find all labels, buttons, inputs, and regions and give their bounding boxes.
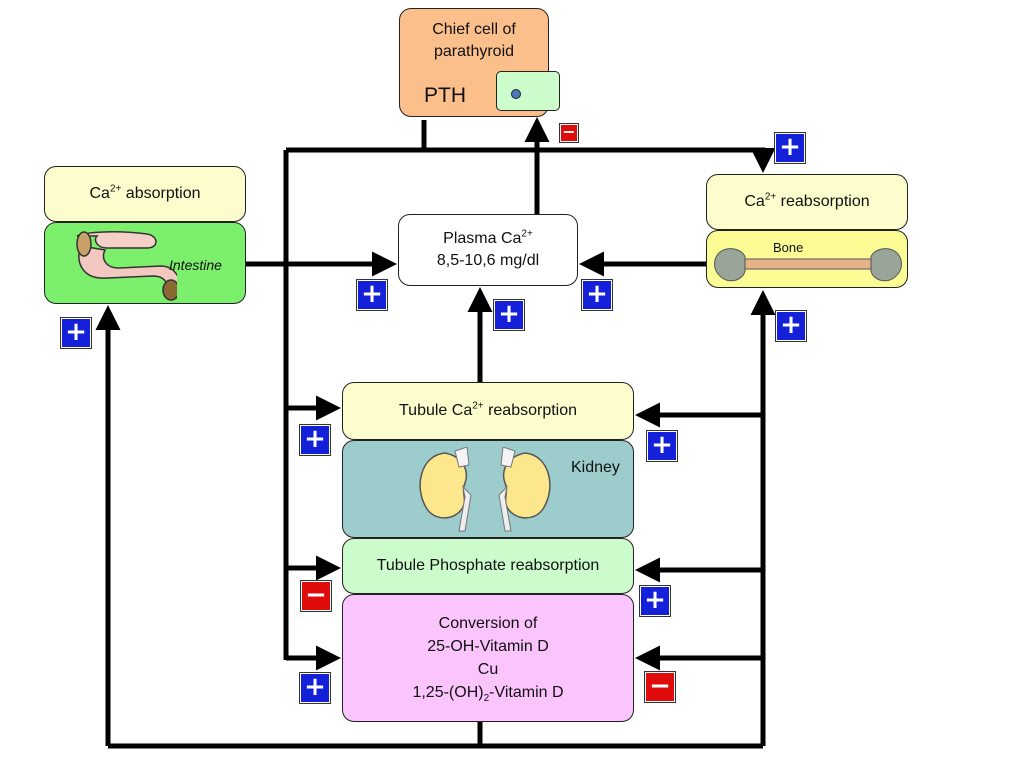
- bone-label: Bone: [773, 240, 804, 255]
- kidneys-icon: [419, 447, 551, 532]
- plasma-ca-label: Plasma Ca2+: [443, 228, 533, 247]
- plus-sign-kidney-plasma: +: [494, 300, 524, 330]
- vitamin-d-conversion-box: Conversion of 25-OH-Vitamin D Cu 1,25-(O…: [342, 594, 634, 722]
- tubule-ca-reabsorption-text: Tubule Ca2+ reabsorption: [398, 400, 578, 419]
- kidney-label: Kidney: [571, 459, 620, 476]
- intestine-label: Intestine: [169, 257, 222, 273]
- pth-label: PTH: [424, 84, 466, 107]
- kidney-box: Kidney: [342, 440, 634, 538]
- pth-box-title-line1: Chief cell of: [432, 21, 516, 38]
- plasma-calcium-box: Plasma Ca2+ 8,5-10,6 mg/dl: [398, 214, 578, 286]
- intestine-box: Intestine: [44, 222, 246, 304]
- vitd-line3: Cu: [477, 661, 499, 678]
- plus-sign-vitd-bone: +: [776, 311, 806, 341]
- bone-icon: [714, 248, 902, 282]
- minus-sign-pth-phosphate: −: [301, 581, 331, 611]
- bone-ca-reabsorption-text: Ca2+ reabsorption: [744, 191, 870, 210]
- plus-sign-vitd-intestine: +: [61, 318, 91, 348]
- plus-sign-right-tubule-ca: +: [647, 431, 677, 461]
- plus-sign-intestine-plasma: +: [357, 280, 387, 310]
- vitd-bottom-bus: [108, 722, 763, 749]
- cell-nucleus-icon: [511, 89, 521, 99]
- minus-sign-right-vitd: −: [645, 672, 675, 702]
- plus-sign-pth-tubule-ca: +: [300, 425, 330, 455]
- pth-output-line: [286, 120, 427, 153]
- intestine-ca-absorption-text: Ca2+ absorption: [89, 183, 201, 202]
- bone-ca-reabsorption-header: Ca2+ reabsorption: [706, 174, 908, 230]
- parathyroid-chief-cell-box: Chief cell of parathyroid PTH: [399, 8, 560, 117]
- minus-sign-plasma-pth: −: [560, 124, 578, 142]
- vitd-line4: 1,25-(OH)2-Vitamin D: [412, 684, 564, 705]
- tubule-ca-reabsorption-box: Tubule Ca2+ reabsorption: [342, 382, 634, 440]
- pth-to-bone-arrow: [424, 147, 776, 173]
- pth-box-title-line2: parathyroid: [433, 43, 515, 60]
- plus-sign-pth-vitd: +: [300, 673, 330, 703]
- bone-box: Bone: [706, 230, 908, 288]
- plus-sign-bone-plasma: +: [582, 280, 612, 310]
- plasma-ca-range: 8,5-10,6 mg/dl: [436, 252, 540, 269]
- plus-sign-pth-bone: +: [775, 133, 805, 163]
- intestine-ca-absorption-header: Ca2+ absorption: [44, 166, 246, 222]
- vitd-line2: 25-OH-Vitamin D: [427, 638, 549, 655]
- parathyroid-cell-icon: [496, 71, 560, 111]
- tubule-phosphate-reabsorption-box: Tubule Phosphate reabsorption: [342, 538, 634, 594]
- tubule-phosphate-reabsorption-text: Tubule Phosphate reabsorption: [376, 557, 600, 574]
- intestine-icon: [76, 231, 177, 301]
- plus-sign-right-phosphate: +: [640, 586, 670, 616]
- vitd-line1: Conversion of: [438, 615, 538, 632]
